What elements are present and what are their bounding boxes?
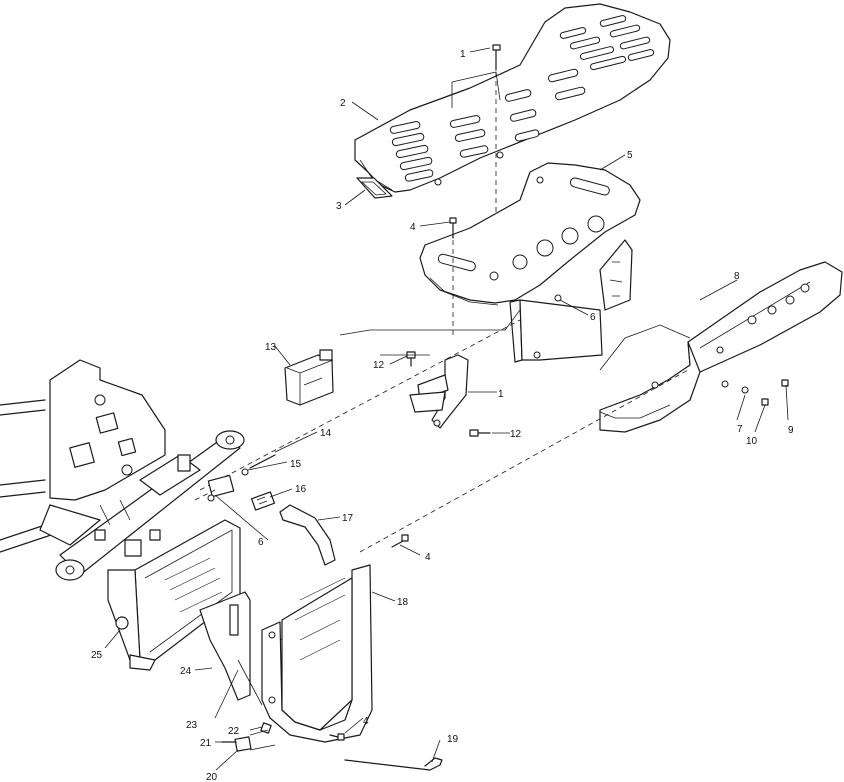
callout-1-top: 1 xyxy=(460,49,466,60)
radiator-part xyxy=(107,519,241,671)
storage-box-part xyxy=(284,349,334,406)
callout-18: 18 xyxy=(397,597,409,608)
bumper-hardware-parts xyxy=(741,379,789,406)
rack-lower-part xyxy=(419,162,641,363)
callout-labels: 1 1 2 3 4 4 4 5 6 6 7 8 9 10 12 12 13 14… xyxy=(91,49,794,782)
bolt-top-part xyxy=(451,44,501,220)
callout-20: 20 xyxy=(206,772,218,782)
hose-part xyxy=(279,504,336,566)
bracket-part xyxy=(409,354,469,429)
small-fasteners-parts xyxy=(194,454,276,511)
callout-12-lower: 12 xyxy=(510,429,522,440)
callout-5: 5 xyxy=(627,150,633,161)
callout-24: 24 xyxy=(180,666,192,677)
callout-1-bracket: 1 xyxy=(498,389,504,400)
callout-25: 25 xyxy=(91,650,103,661)
rack-upper-part xyxy=(354,3,671,193)
callout-19: 19 xyxy=(447,734,459,745)
bolt-rack-part xyxy=(449,217,457,335)
chassis-frame-part xyxy=(0,359,245,581)
callout-3: 3 xyxy=(336,201,342,212)
callout-4-rack: 4 xyxy=(410,222,416,233)
callout-6-rack: 6 xyxy=(590,312,596,323)
guard-part xyxy=(261,564,373,743)
callout-9: 9 xyxy=(788,425,794,436)
callout-10: 10 xyxy=(746,436,758,447)
callout-17: 17 xyxy=(342,513,354,524)
callout-4-lower: 4 xyxy=(363,716,369,727)
callout-16: 16 xyxy=(295,484,307,495)
callout-4-mid: 4 xyxy=(425,552,431,563)
callout-7: 7 xyxy=(737,424,743,435)
front-bumper-part xyxy=(599,261,843,433)
callout-14: 14 xyxy=(320,428,332,439)
callout-12-upper: 12 xyxy=(373,360,385,371)
callout-22: 22 xyxy=(228,726,240,737)
callout-leaders xyxy=(104,47,789,771)
callout-2: 2 xyxy=(340,98,346,109)
assembly-lines xyxy=(199,309,691,553)
mount-bracket-part xyxy=(199,591,263,706)
callout-8: 8 xyxy=(734,271,740,282)
reflector-part xyxy=(356,177,393,199)
bottom-fasteners-parts xyxy=(221,722,276,752)
callout-15: 15 xyxy=(290,459,302,470)
callout-6-frame: 6 xyxy=(258,537,264,548)
bolt-lower-parts xyxy=(329,534,409,741)
callout-21: 21 xyxy=(200,738,212,749)
callout-23: 23 xyxy=(186,720,198,731)
pin-part xyxy=(344,757,443,771)
callout-13: 13 xyxy=(265,342,277,353)
